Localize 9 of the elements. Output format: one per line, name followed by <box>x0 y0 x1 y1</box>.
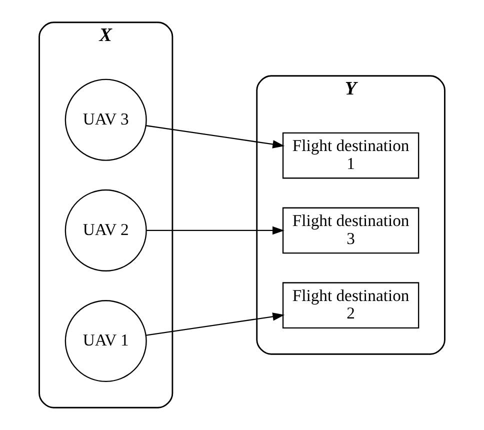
arrow <box>146 312 285 336</box>
node-box: Flight destination 3 <box>282 207 420 254</box>
node-circle: UAV 2 <box>64 189 147 272</box>
node-circle: UAV 1 <box>64 300 147 382</box>
node-circle: UAV 3 <box>64 78 147 161</box>
node-box: Flight destination 1 <box>282 132 420 179</box>
arrow <box>146 125 285 148</box>
arrow <box>146 226 284 235</box>
node-box: Flight destination 2 <box>282 282 420 329</box>
